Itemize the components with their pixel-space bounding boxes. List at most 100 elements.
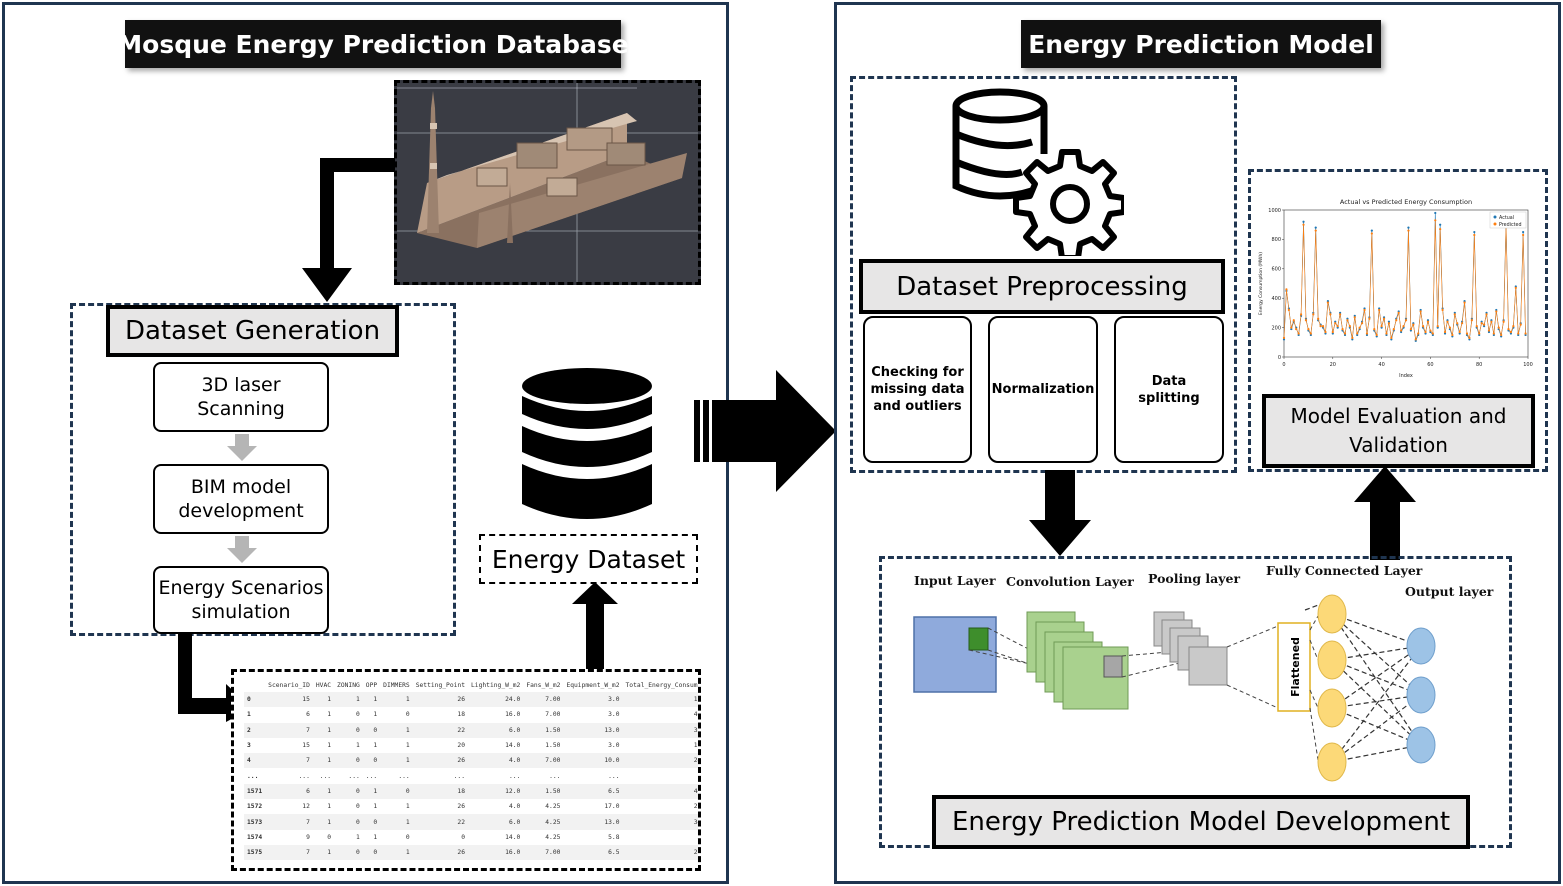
table-to-dataset-arrow xyxy=(572,582,618,674)
chart-point-predicted xyxy=(1299,313,1303,316)
fully-connected-nodes xyxy=(1317,594,1347,782)
fc-node xyxy=(1317,594,1347,634)
preprocessing-to-model-arrow xyxy=(1029,470,1091,556)
energy-scenarios-line2: simulation xyxy=(191,601,291,623)
laser-scanning-line2: Scanning xyxy=(197,398,285,420)
table-cell: 0 xyxy=(362,753,381,769)
chart-point-predicted xyxy=(1517,332,1520,335)
fc-node xyxy=(1317,742,1347,782)
table-header: HVAC xyxy=(315,681,332,689)
table-cell: 24.0 xyxy=(468,692,524,708)
table-header-row: Scenario_ID HVAC ZONING OPP DIMMERS Sett… xyxy=(244,678,698,692)
table-cell: 1 xyxy=(405,742,410,750)
table-cell: ... xyxy=(508,772,521,780)
chart-x-tick-label: 100 xyxy=(1523,362,1533,368)
evaluation-box xyxy=(1248,169,1548,472)
database-icon xyxy=(522,368,652,519)
fully-connected-layer-label: Fully Connected Layer xyxy=(1266,563,1423,578)
chart-point-predicted xyxy=(1336,325,1339,328)
chart-point-predicted xyxy=(1417,332,1420,335)
pool-flatten-lines xyxy=(1226,625,1279,709)
chart-point-predicted xyxy=(1409,327,1412,331)
table-cell: 4.0 xyxy=(468,753,524,769)
table-cell: 1572 xyxy=(247,803,263,811)
convolution-layer-block xyxy=(1026,611,1129,710)
table-header: Scenario_ID xyxy=(268,681,310,689)
table-cell: 1 xyxy=(327,803,332,811)
chart-point-predicted xyxy=(1431,332,1434,335)
table-cell: 13.0 xyxy=(563,814,623,830)
chart-point-predicted xyxy=(1309,332,1312,335)
fc-node xyxy=(1317,640,1347,680)
missing-data-line1: Checking for xyxy=(871,365,964,380)
table-cell: 0 xyxy=(334,844,363,861)
chart-point-actual xyxy=(1473,230,1476,234)
chart-point-predicted xyxy=(1331,330,1334,334)
table-header: Setting_Point xyxy=(415,681,466,689)
chart-point-predicted xyxy=(1400,329,1403,332)
table-cell: 26 xyxy=(457,803,466,811)
chart-point-predicted xyxy=(1319,325,1322,328)
fc-output-lines xyxy=(1304,599,1422,763)
chart-point-actual xyxy=(1434,211,1437,215)
table-cell: 22 xyxy=(412,722,469,738)
chart-point-predicted xyxy=(1443,330,1447,334)
chart-point-predicted xyxy=(1341,327,1344,331)
table-cell: 193.257095 xyxy=(693,742,701,750)
table-cell: 1574 xyxy=(247,833,263,841)
table-cell: 13.0 xyxy=(563,722,623,738)
table-cell: 7.00 xyxy=(523,753,564,769)
chart-point-predicted xyxy=(1485,313,1488,316)
table-cell: 0 xyxy=(405,711,410,719)
table-cell: 1.50 xyxy=(545,742,561,750)
table-cell: 9 xyxy=(306,833,310,841)
table-cell: 0 xyxy=(362,722,381,738)
table-cell: ... xyxy=(453,772,466,780)
chart-series-line-predicted xyxy=(1283,220,1526,341)
chart-legend-label: Actual xyxy=(1499,215,1514,221)
chart-point-predicted xyxy=(1297,332,1300,335)
table-cell: 1 xyxy=(380,844,413,861)
table-cell: 7 xyxy=(265,753,313,769)
table-header: DIMMERS xyxy=(383,681,410,689)
data-splitting-step: Data splitting xyxy=(1114,316,1224,463)
table-cell: 6.5 xyxy=(563,844,623,861)
table-cell: 117.273730 xyxy=(622,692,698,708)
chart-x-tick-label: 60 xyxy=(1427,362,1433,368)
table-cell: 1 xyxy=(334,692,363,708)
chart-point-predicted xyxy=(1302,223,1305,226)
table-cell: 6 xyxy=(265,783,313,800)
chart-point-predicted xyxy=(1380,325,1383,328)
preprocessing-box xyxy=(850,76,1237,473)
table-cell: ... xyxy=(365,772,378,780)
chart-y-label: Energy Consumption (MWh) xyxy=(1258,252,1264,315)
chart-y-tick-label: 1000 xyxy=(1268,208,1281,214)
energy-dataset-label: Energy Dataset xyxy=(479,534,698,584)
table-cell: 10.0 xyxy=(563,753,623,769)
table-cell: 6 xyxy=(306,711,310,719)
chart-x-tick-label: 0 xyxy=(1282,362,1285,368)
chart-point-predicted xyxy=(1304,319,1308,322)
chart-point-predicted xyxy=(1373,327,1376,331)
chart-point-predicted xyxy=(1426,320,1430,323)
chart-point-predicted xyxy=(1385,332,1388,335)
table-cell: 4.0 xyxy=(508,803,521,811)
dataset-preprocessing-label: Dataset Preprocessing xyxy=(859,259,1225,314)
table-cell: 0 xyxy=(356,711,360,719)
table-cell: 26 xyxy=(412,753,469,769)
chart-point-predicted xyxy=(1478,332,1481,335)
table-cell: ... xyxy=(623,768,698,783)
table-cell: 7.00 xyxy=(545,711,561,719)
chart-plot-area xyxy=(1283,209,1529,358)
chart-legend-marker xyxy=(1493,222,1497,226)
table-cell: 3.0 xyxy=(608,711,620,719)
table-cell: 1 xyxy=(312,753,335,769)
table-cell: 3 xyxy=(247,742,251,750)
table-cell: 1 xyxy=(373,803,378,811)
table-cell: 1 xyxy=(312,783,335,800)
